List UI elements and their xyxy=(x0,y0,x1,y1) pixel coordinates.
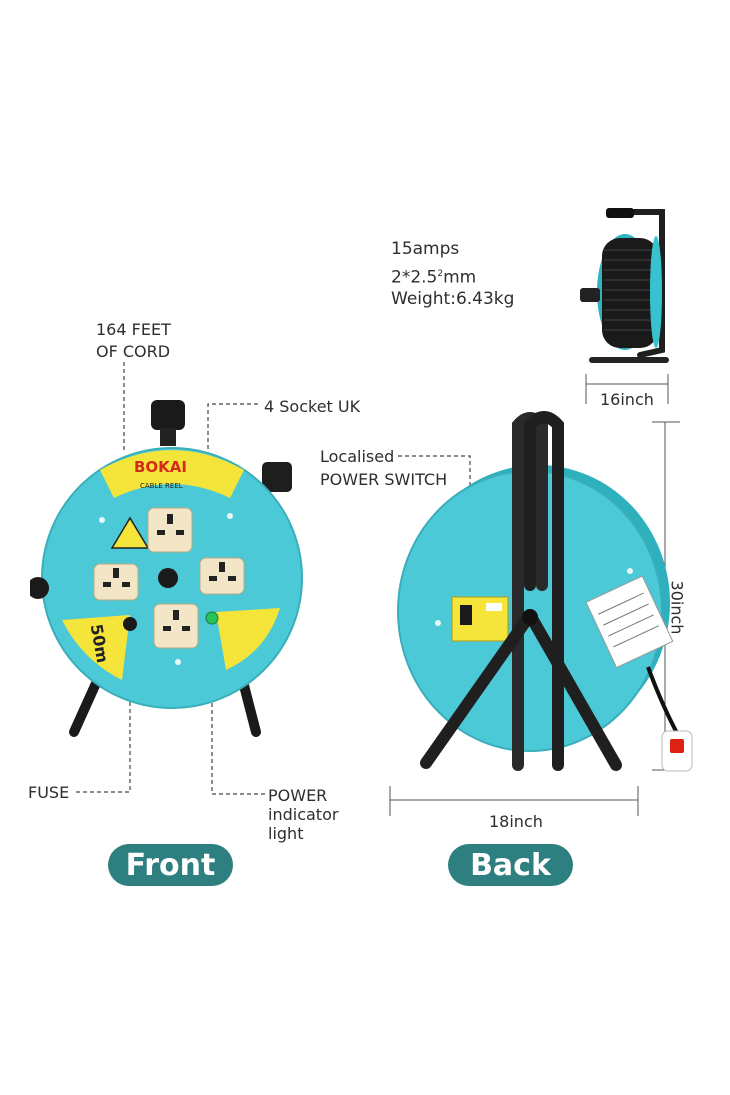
back-reel xyxy=(380,405,710,785)
power-indicator-line3: light xyxy=(268,824,304,843)
spec-wire-size-unit: mm xyxy=(443,267,477,288)
spec-wire-size-sup: 2 xyxy=(437,269,444,279)
spec-wire-size-value: 2*2.5 xyxy=(391,267,438,288)
product-label: CABLE REEL xyxy=(140,482,183,490)
side-width-label: 16inch xyxy=(600,390,654,409)
cord-length-line1: 164 FEET xyxy=(96,320,171,339)
spec-wire-size: 2*2.52mm xyxy=(391,261,476,291)
spec-weight: Weight:6.43kg xyxy=(391,289,515,309)
front-view-label: Front xyxy=(108,844,233,886)
front-reel: BOKAI CABLE REEL 50m xyxy=(30,390,320,750)
spec-current: 15amps xyxy=(391,239,460,259)
brand-logo: BOKAI xyxy=(134,458,187,476)
power-indicator-line1: POWER xyxy=(268,786,328,805)
fuse-label: FUSE xyxy=(28,783,70,802)
sockets-label: 4 Socket UK xyxy=(264,397,361,416)
power-indicator-line2: indicator xyxy=(268,805,339,824)
power-switch-line1: Localised xyxy=(320,447,395,466)
power-switch-line2: POWER SWITCH xyxy=(320,470,448,489)
cord-length-line2: OF CORD xyxy=(96,342,171,361)
back-view-label: Back xyxy=(448,844,573,886)
side-view-reel xyxy=(570,200,680,370)
width-label: 18inch xyxy=(489,812,543,831)
